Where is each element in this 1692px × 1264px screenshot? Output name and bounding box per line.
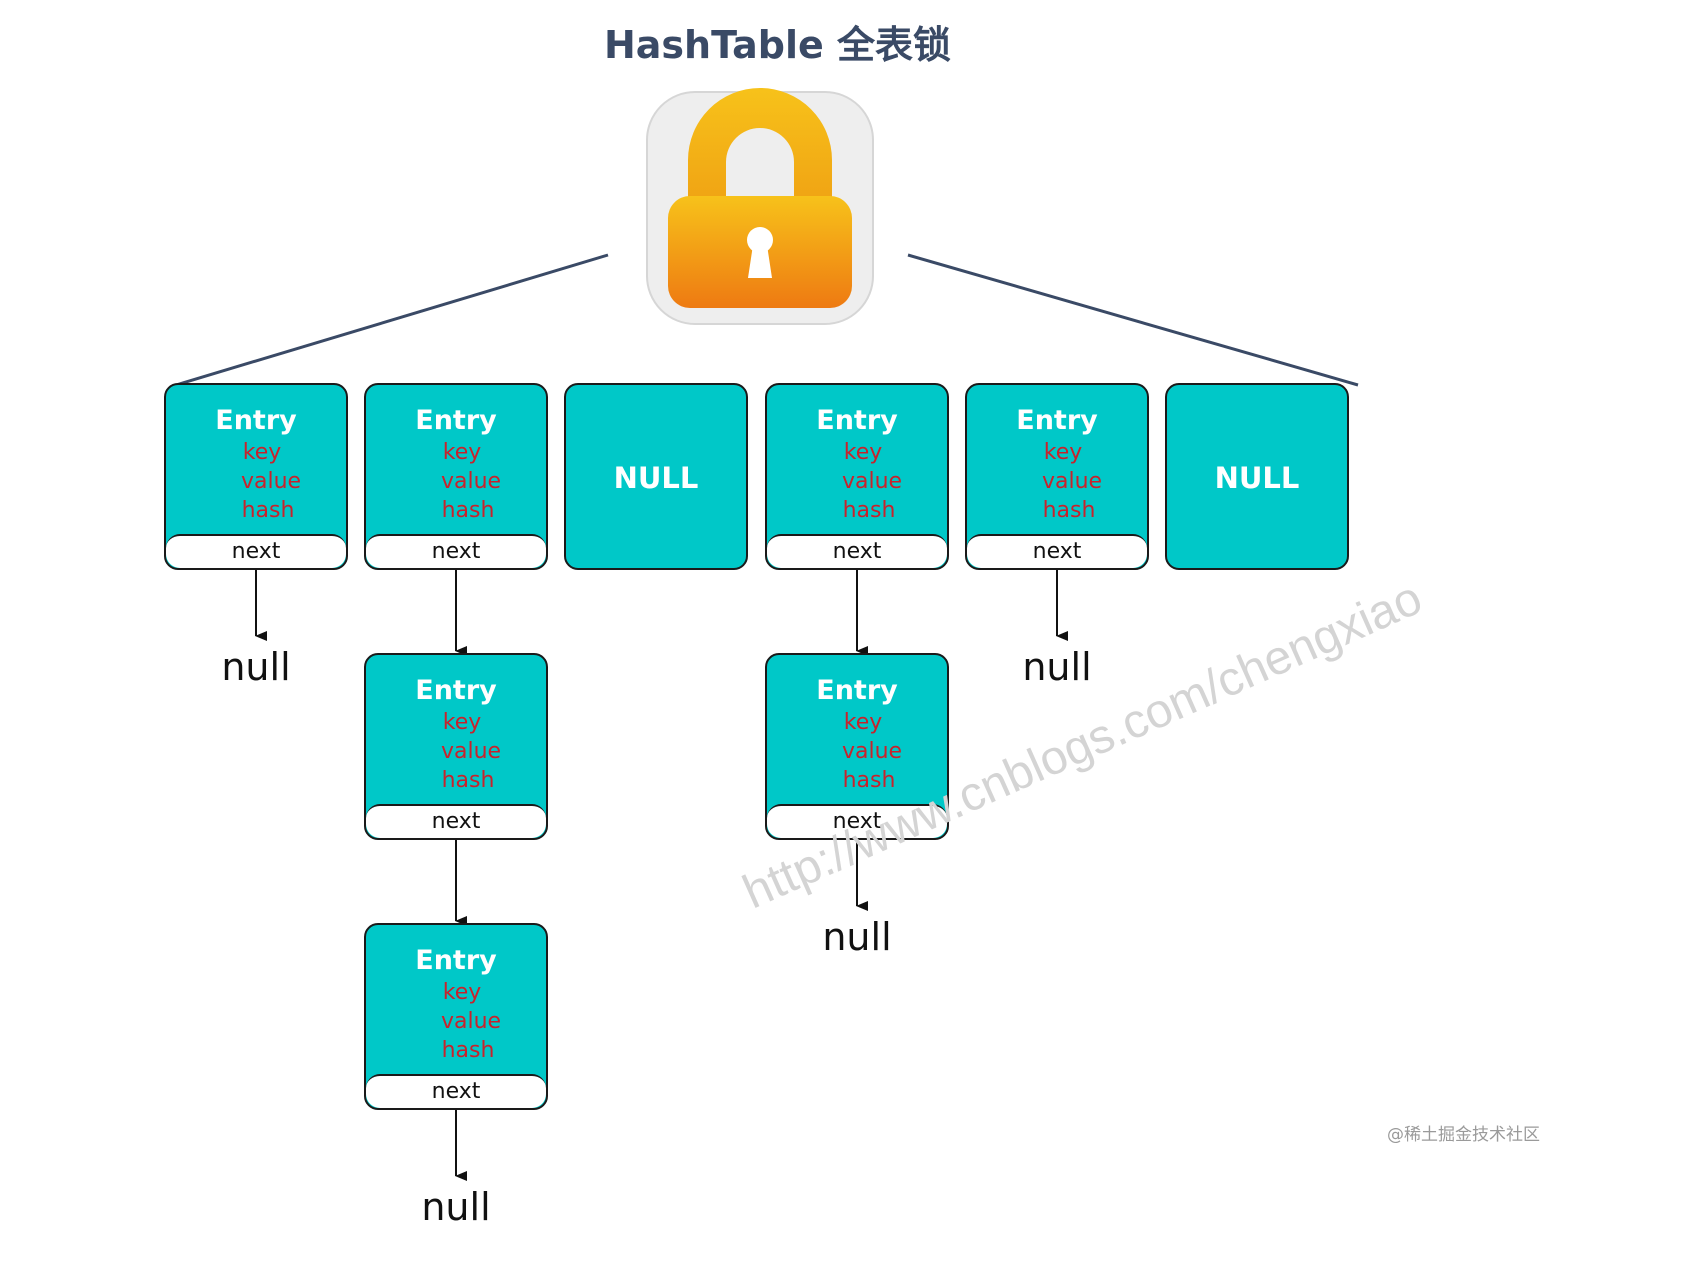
- value-field: value: [240, 469, 302, 494]
- key-field: key: [442, 440, 482, 465]
- null-terminator: null: [1022, 645, 1092, 689]
- entry-label: Entry: [816, 675, 898, 706]
- hash-field: hash: [441, 1038, 495, 1063]
- null-terminator: null: [822, 915, 892, 959]
- value-field: value: [440, 469, 502, 494]
- lock-connector-left: [175, 253, 609, 387]
- next-pointer: next: [166, 534, 346, 568]
- hash-field: hash: [1042, 498, 1096, 523]
- value-field: value: [1041, 469, 1103, 494]
- hash-field: hash: [842, 768, 896, 793]
- next-pointer: next: [366, 534, 546, 568]
- null-bucket-label: NULL: [613, 461, 699, 495]
- bucket-null: NULL: [564, 383, 748, 570]
- bucket-entry: Entry key value hash next: [164, 383, 348, 570]
- next-pointer: next: [366, 1074, 546, 1108]
- padlock-icon: [646, 88, 874, 325]
- hash-field: hash: [441, 768, 495, 793]
- hash-field: hash: [842, 498, 896, 523]
- bucket-entry: Entry key value hash next: [965, 383, 1149, 570]
- value-field: value: [841, 469, 903, 494]
- key-field: key: [843, 710, 883, 735]
- value-field: value: [440, 739, 502, 764]
- bucket-entry: Entry key value hash next: [364, 383, 548, 570]
- next-pointer: next: [767, 534, 947, 568]
- key-field: key: [1043, 440, 1083, 465]
- next-pointer: next: [366, 804, 546, 838]
- entry-label: Entry: [816, 405, 898, 436]
- null-bucket-label: NULL: [1214, 461, 1300, 495]
- value-field: value: [841, 739, 903, 764]
- key-field: key: [442, 980, 482, 1005]
- credit-text: @稀土掘金技术社区: [1387, 1125, 1540, 1145]
- entry-label: Entry: [415, 675, 497, 706]
- bucket-entry: Entry key value hash next: [765, 383, 949, 570]
- hash-field: hash: [241, 498, 295, 523]
- hash-field: hash: [441, 498, 495, 523]
- key-field: key: [843, 440, 883, 465]
- chained-entry: Entry key value hash next: [364, 923, 548, 1110]
- null-terminator: null: [221, 645, 291, 689]
- key-field: key: [242, 440, 282, 465]
- value-field: value: [440, 1009, 502, 1034]
- lock-connector-right: [907, 253, 1359, 387]
- next-pointer: next: [767, 804, 947, 838]
- next-pointer: next: [967, 534, 1147, 568]
- entry-label: Entry: [415, 405, 497, 436]
- page-title: HashTable 全表锁: [603, 23, 951, 67]
- chained-entry: Entry key value hash next: [364, 653, 548, 840]
- entry-label: Entry: [415, 945, 497, 976]
- chained-entry: Entry key value hash next: [765, 653, 949, 840]
- entry-label: Entry: [1016, 405, 1098, 436]
- entry-label: Entry: [215, 405, 297, 436]
- key-field: key: [442, 710, 482, 735]
- null-terminator: null: [421, 1185, 491, 1229]
- bucket-null: NULL: [1165, 383, 1349, 570]
